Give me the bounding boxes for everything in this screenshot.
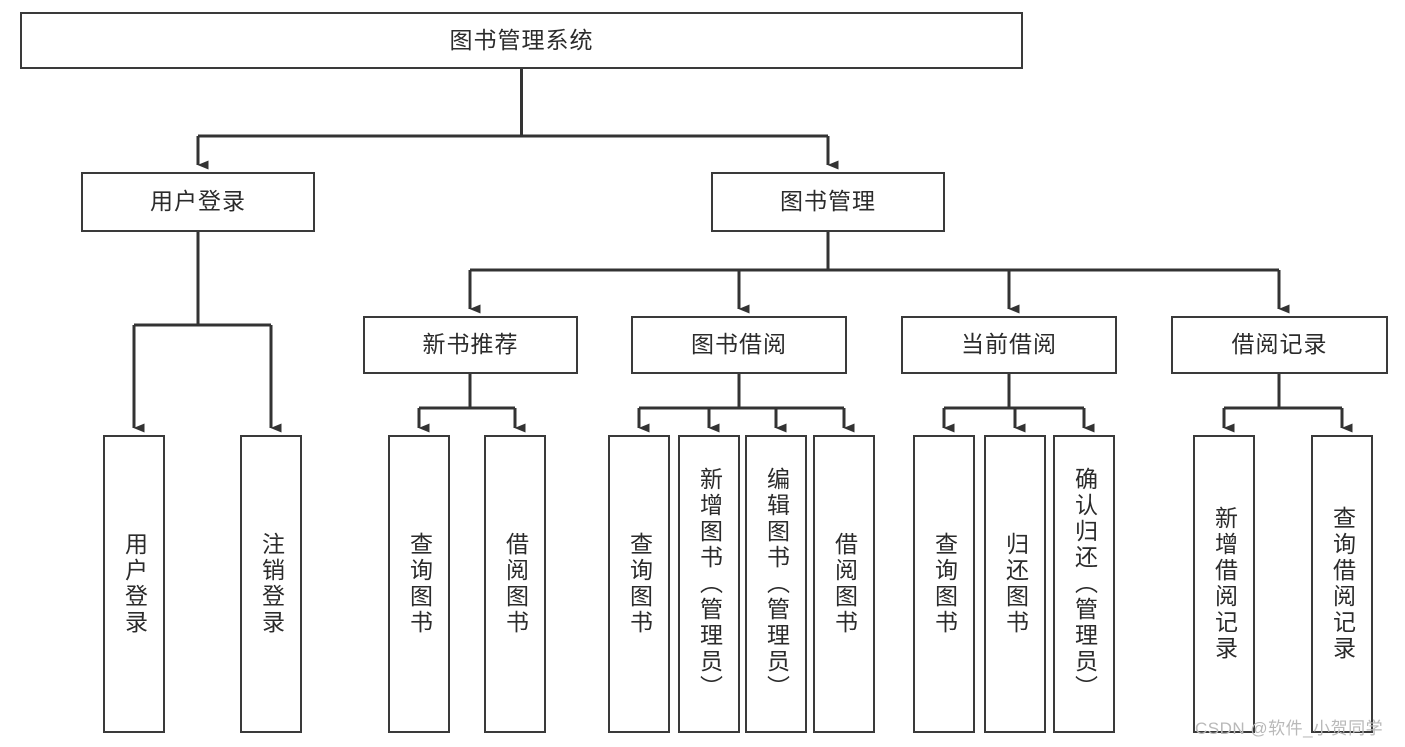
node-user-login[interactable]: 用户登录 (81, 172, 315, 232)
node-leaf-query-book-current-label: 查询图书 (931, 532, 958, 636)
node-current-borrow[interactable]: 当前借阅 (901, 316, 1117, 374)
node-borrow-record[interactable]: 借阅记录 (1171, 316, 1388, 374)
node-leaf-edit-book[interactable]: 编辑图书（管理员） (745, 435, 807, 733)
node-leaf-borrow-book-label: 借阅图书 (831, 532, 858, 636)
node-leaf-query-book-borrow[interactable]: 查询图书 (608, 435, 670, 733)
node-leaf-borrow-book-recommend[interactable]: 借阅图书 (484, 435, 546, 733)
node-leaf-query-borrow-record-label: 查询借阅记录 (1329, 506, 1356, 662)
node-root-label: 图书管理系统 (449, 26, 594, 53)
node-leaf-query-book-recommend-label: 查询图书 (406, 532, 433, 636)
node-new-book-recommend-label: 新书推荐 (422, 331, 519, 358)
node-new-book-recommend[interactable]: 新书推荐 (363, 316, 578, 374)
node-book-borrow[interactable]: 图书借阅 (631, 316, 847, 374)
node-leaf-user-logout[interactable]: 注销登录 (240, 435, 302, 733)
node-root[interactable]: 图书管理系统 (20, 12, 1023, 69)
node-leaf-add-book[interactable]: 新增图书（管理员） (678, 435, 740, 733)
node-leaf-return-book[interactable]: 归还图书 (984, 435, 1046, 733)
node-leaf-add-book-label: 新增图书（管理员） (696, 467, 723, 701)
node-leaf-query-book-borrow-label: 查询图书 (626, 532, 653, 636)
node-book-manage[interactable]: 图书管理 (711, 172, 945, 232)
node-leaf-query-book-current[interactable]: 查询图书 (913, 435, 975, 733)
node-leaf-edit-book-label: 编辑图书（管理员） (763, 467, 790, 701)
node-leaf-user-logout-label: 注销登录 (258, 532, 285, 636)
node-borrow-record-label: 借阅记录 (1231, 331, 1328, 358)
csdn-watermark: CSDN @软件_小贺同学 (1195, 719, 1384, 738)
node-leaf-borrow-book-recommend-label: 借阅图书 (502, 532, 529, 636)
node-leaf-query-book-recommend[interactable]: 查询图书 (388, 435, 450, 733)
node-book-manage-label: 图书管理 (780, 188, 876, 215)
node-current-borrow-label: 当前借阅 (961, 331, 1057, 358)
node-leaf-confirm-return[interactable]: 确认归还（管理员） (1053, 435, 1115, 733)
node-leaf-borrow-book[interactable]: 借阅图书 (813, 435, 875, 733)
node-book-borrow-label: 图书借阅 (691, 331, 787, 358)
node-leaf-add-borrow-record[interactable]: 新增借阅记录 (1193, 435, 1255, 733)
node-user-login-label: 用户登录 (150, 188, 246, 215)
node-leaf-return-book-label: 归还图书 (1002, 532, 1029, 636)
node-leaf-user-login[interactable]: 用户登录 (103, 435, 165, 733)
node-leaf-query-borrow-record[interactable]: 查询借阅记录 (1311, 435, 1373, 733)
node-leaf-add-borrow-record-label: 新增借阅记录 (1211, 506, 1238, 662)
node-leaf-confirm-return-label: 确认归还（管理员） (1071, 467, 1098, 701)
node-leaf-user-login-label: 用户登录 (121, 532, 148, 636)
